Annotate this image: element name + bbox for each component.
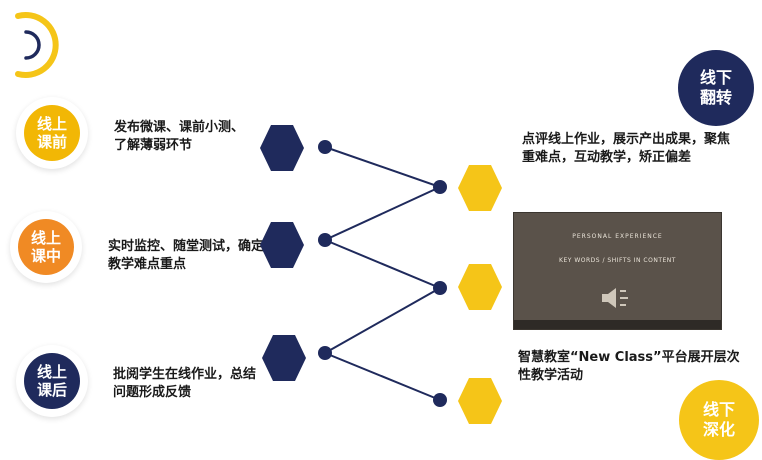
stage-label-in-2: 课中: [30, 247, 61, 265]
stage-label-post-1: 线上: [36, 363, 67, 381]
corner-label-flip: 线下翻转: [678, 50, 754, 126]
stage-label-pre-1: 线上: [36, 115, 67, 133]
hexagon-in: [260, 222, 304, 268]
corner-deepen-1: 线下: [702, 400, 735, 419]
stage-label-post-2: 课后: [36, 381, 67, 399]
stage-text-post: 批阅学生在线作业，总结问题形成反馈: [113, 367, 257, 400]
stage-text-in: 实时监控、随堂测试，确定教学难点重点: [108, 239, 265, 272]
video-control-bar[interactable]: [514, 320, 721, 329]
logo-icon: [15, 12, 59, 78]
video-subtitle: KEY WORDS / SHIFTS IN CONTENT: [559, 257, 676, 264]
hexagon-outcome-1: [458, 165, 502, 211]
video-title: PERSONAL EXPERIENCE: [572, 233, 663, 240]
hexagon-post: [262, 335, 306, 381]
hexagon-outcome-3: [458, 378, 502, 424]
stage-circle-pre: 线上课前: [16, 97, 88, 169]
corner-flip-1: 线下: [699, 68, 732, 87]
stage-circle-post: 线上课后: [16, 345, 88, 417]
stage-circle-in: 线上课中: [10, 211, 82, 283]
hexagon-outcome-2: [458, 264, 502, 310]
outcome-text-2: 智慧教室“New Class”平台展开层次性教学活动: [518, 350, 740, 383]
corner-deepen-2: 深化: [702, 420, 735, 439]
video-frame[interactable]: PERSONAL EXPERIENCE KEY WORDS / SHIFTS I…: [514, 213, 721, 329]
stage-label-in-1: 线上: [30, 229, 61, 247]
corner-flip-2: 翻转: [699, 88, 732, 107]
hexagon-pre: [260, 125, 304, 171]
stage-label-pre-2: 课前: [36, 133, 67, 151]
corner-label-deepen: 线下深化: [679, 380, 759, 460]
speaker-icon: [602, 288, 628, 308]
stage-text-pre: 发布微课、课前小测、了解薄弱环节: [114, 120, 245, 153]
outcome-text-1: 点评线上作业，展示产出成果，聚焦重难点，互动教学，矫正偏差: [522, 132, 731, 165]
